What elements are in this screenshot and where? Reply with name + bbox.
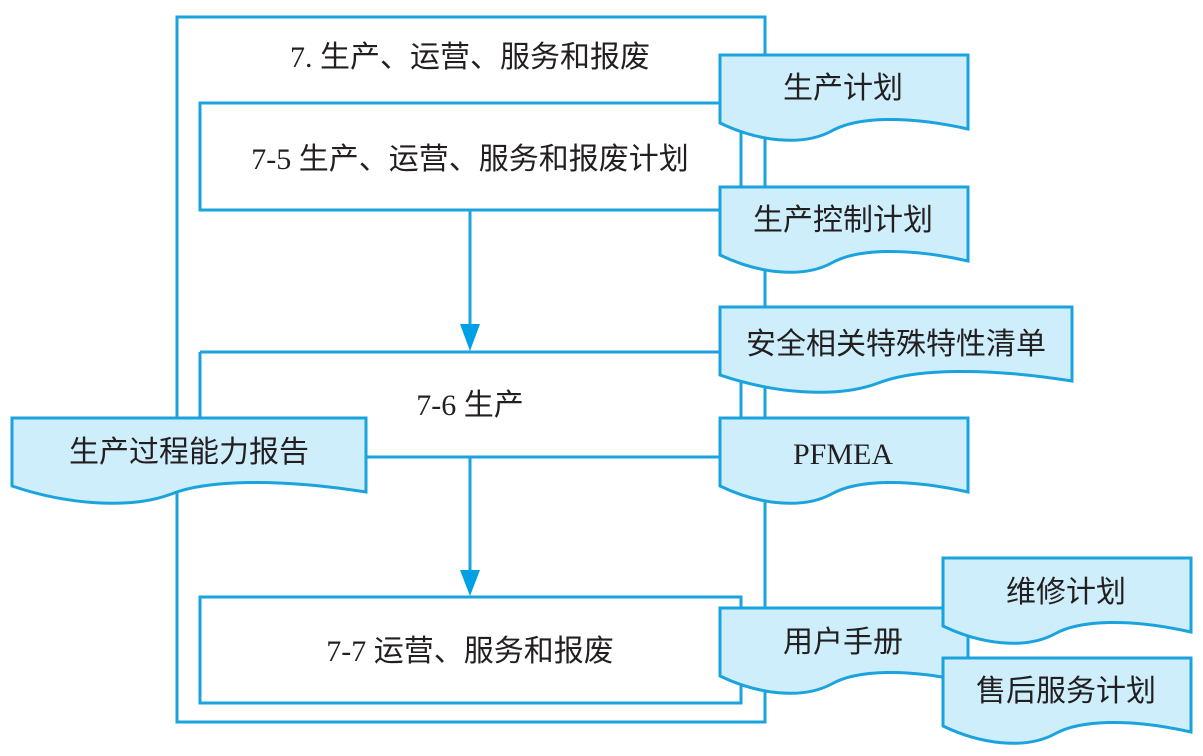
- doc-capability-report-label: 生产过程能力报告: [69, 436, 309, 469]
- doc-pfmea-label: PFMEA: [792, 438, 894, 471]
- doc-control-plan-label: 生产控制计划: [753, 204, 933, 237]
- doc-after-sales-plan-label: 售后服务计划: [976, 675, 1156, 708]
- doc-safety-characteristics[interactable]: [718, 305, 1074, 394]
- doc-user-manual-label: 用户手册: [783, 626, 903, 659]
- step-7-7-box[interactable]: [198, 595, 743, 705]
- doc-control-plan[interactable]: [718, 185, 970, 274]
- doc-production-plan-label: 生产计划: [783, 72, 903, 105]
- step-7-6-label: 7-6 生产: [416, 389, 524, 422]
- doc-safety-characteristics-label: 安全相关特殊特性清单: [746, 328, 1046, 361]
- doc-pfmea[interactable]: [718, 416, 970, 505]
- doc-user-manual[interactable]: [718, 606, 970, 695]
- arrow-7-6-to-7-7-head: [460, 570, 480, 596]
- doc-maintenance-plan-label: 维修计划: [1006, 576, 1126, 609]
- step-7-7-label: 7-7 运营、服务和报废: [326, 635, 614, 668]
- doc-production-plan[interactable]: [718, 53, 970, 142]
- doc-after-sales-plan[interactable]: [941, 656, 1193, 745]
- doc-maintenance-plan[interactable]: [941, 556, 1193, 645]
- arrow-7-5-to-7-6-head: [460, 324, 480, 351]
- doc-capability-report[interactable]: [10, 416, 368, 505]
- outer-process-title: 7. 生产、运营、服务和报废: [290, 41, 650, 74]
- step-7-5-label: 7-5 生产、运营、服务和报废计划: [251, 143, 689, 176]
